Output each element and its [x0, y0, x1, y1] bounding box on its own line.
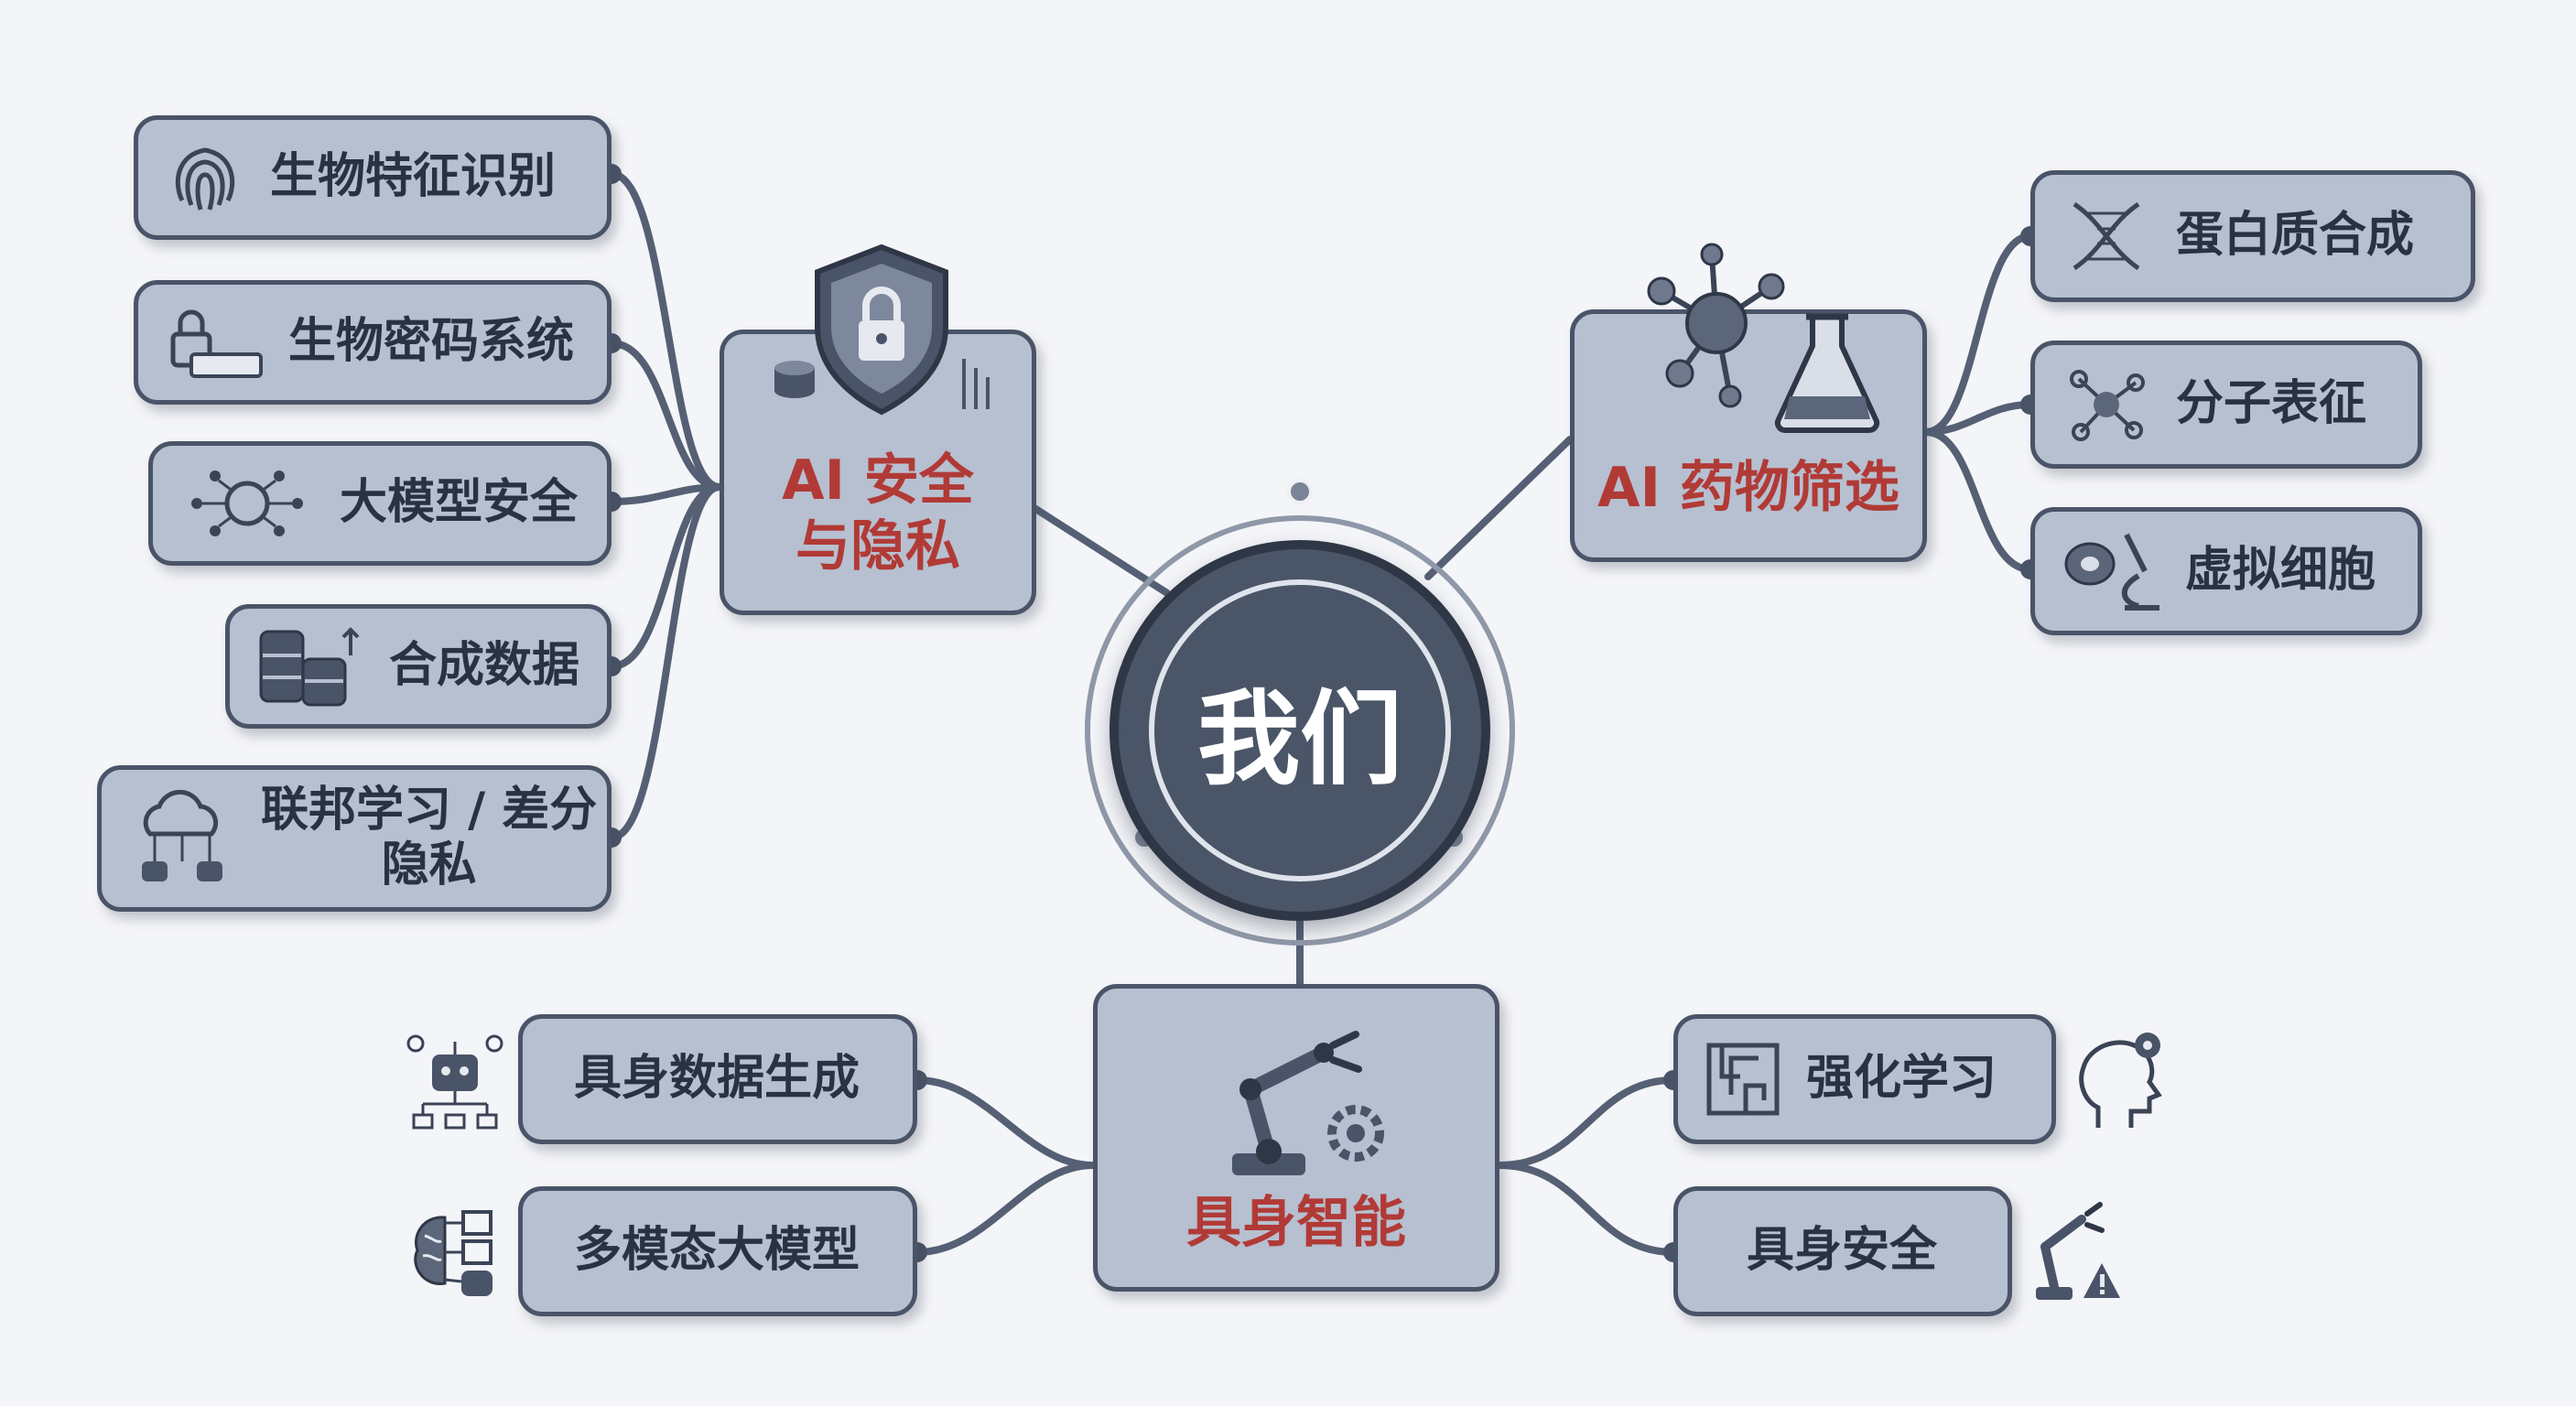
- leaf-label: 生物特征识别: [270, 149, 557, 205]
- leaf-label: 生物密码系统: [288, 314, 575, 370]
- robot-arm-gear-icon: [1232, 1031, 1384, 1175]
- center-label: 我们: [1197, 680, 1402, 799]
- leaf-label: 分子表征: [2176, 376, 2367, 432]
- leaf-molecular-representation[interactable]: 分子表征: [2030, 341, 2422, 469]
- cell-microscope-icon: [2064, 533, 2159, 611]
- leaf-multimodal-llm[interactable]: 多模态大模型: [518, 1186, 917, 1316]
- leaf-label: 虚拟细胞: [2185, 543, 2376, 599]
- cloud-federated-icon: [142, 789, 222, 881]
- leaf-label: 蛋白质合成: [2176, 208, 2415, 264]
- leaf-synthetic-data[interactable]: 合成数据: [225, 604, 612, 729]
- ring-dot: [1287, 479, 1313, 504]
- leaf-label: 具身数据生成: [573, 1051, 860, 1107]
- center-node[interactable]: 我们: [1109, 540, 1490, 921]
- leaf-label: 大模型安全: [340, 475, 579, 531]
- center-ring: [1085, 515, 1515, 946]
- lock-card-icon: [170, 309, 263, 378]
- hub-security-label-line1: AI 安全: [782, 449, 974, 513]
- head-gear-icon: [2079, 1033, 2162, 1128]
- hub-embodied-ai[interactable]: 具身智能: [1093, 984, 1499, 1292]
- leaf-label: 具身安全: [1746, 1223, 1937, 1279]
- leaf-label: 多模态大模型: [573, 1223, 860, 1279]
- robot-arm-warning-icon: [2036, 1202, 2120, 1300]
- hub-drug-label: AI 药物筛选: [1597, 456, 1900, 520]
- database-stack-icon: [259, 627, 360, 707]
- robot-data-icon: [406, 1034, 503, 1130]
- hub-embodied-label: 具身智能: [1186, 1191, 1406, 1255]
- fingerprint-icon: [175, 147, 235, 211]
- molecule-icon: [2070, 370, 2145, 441]
- leaf-reinforcement-learning[interactable]: 强化学习: [1673, 1014, 2056, 1144]
- leaf-biometric-recognition[interactable]: 生物特征识别: [134, 115, 612, 240]
- leaf-virtual-cell[interactable]: 虚拟细胞: [2030, 507, 2422, 635]
- maze-icon: [1706, 1043, 1780, 1116]
- leaf-label: 强化学习: [1806, 1051, 1997, 1107]
- leaf-embodied-safety[interactable]: 具身安全: [1673, 1186, 2012, 1316]
- leaf-biometric-crypto[interactable]: 生物密码系统: [134, 280, 612, 405]
- brain-modal-icon: [414, 1210, 492, 1296]
- leaf-protein-synthesis[interactable]: 蛋白质合成: [2030, 170, 2475, 302]
- leaf-llm-security[interactable]: 大模型安全: [148, 441, 612, 566]
- brain-network-icon: [191, 470, 303, 536]
- molecule-flask-icon: [1647, 243, 1880, 434]
- hub-security-label-line2: 与隐私: [796, 514, 960, 579]
- leaf-label-line1: 联邦学习 / 差分: [261, 783, 598, 838]
- leaf-federated-learning[interactable]: 联邦学习 / 差分 隐私: [97, 765, 612, 912]
- protein-helix-icon: [2073, 201, 2140, 271]
- hub-ai-drug-screening[interactable]: AI 药物筛选: [1570, 309, 1927, 562]
- leaf-embodied-data-generation[interactable]: 具身数据生成: [518, 1014, 917, 1144]
- leaf-label: 合成数据: [389, 638, 580, 694]
- leaf-label-line2: 隐私: [381, 838, 477, 892]
- shield-lock-icon: [774, 243, 990, 416]
